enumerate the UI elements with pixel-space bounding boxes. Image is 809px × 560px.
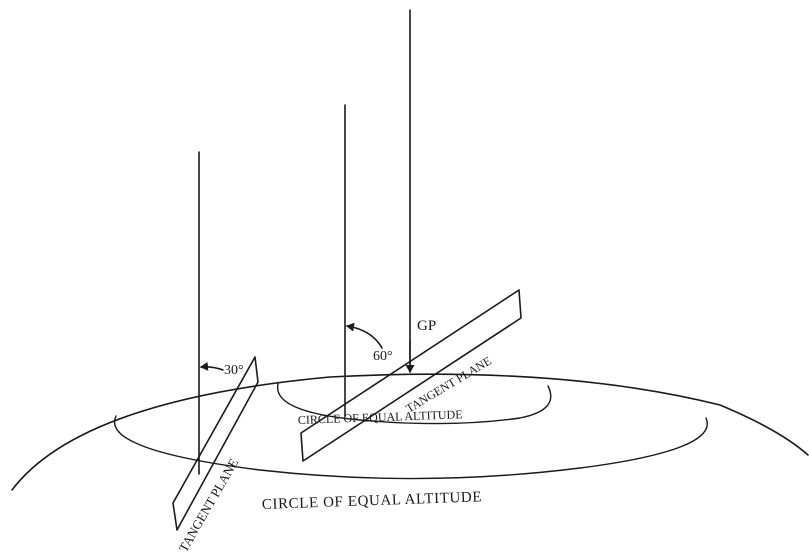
angle-60-label: 60°	[373, 349, 393, 364]
earth-surface-outline	[11, 373, 809, 491]
outer-tangent-plane	[172, 356, 259, 531]
inner-tangent-plane-label: TANGENT PLANE	[403, 354, 493, 416]
outer-circle-of-equal-altitude	[113, 415, 708, 480]
angle-60-arc	[346, 322, 383, 349]
angle-30-arrow	[200, 361, 224, 371]
angle-30-label: 30°	[224, 363, 244, 378]
inner-circle-of-equal-altitude	[276, 383, 552, 425]
inner-circle-label: CIRCLE OF EQUAL ALTITUDE	[298, 407, 463, 427]
gp-label: GP	[417, 318, 436, 334]
outer-tangent-plane-label: TANGENT PLANE	[176, 456, 242, 555]
outer-circle-label: CIRCLE OF EQUAL ALTITUDE	[262, 489, 483, 513]
inner-tangent-plane	[300, 289, 522, 462]
